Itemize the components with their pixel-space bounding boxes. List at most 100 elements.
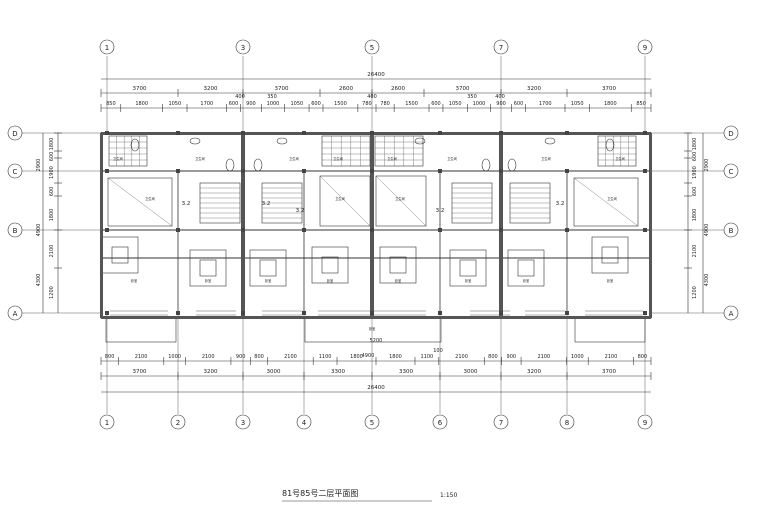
axis-label-top-5: 5 (370, 44, 374, 52)
bed (591, 236, 629, 274)
dim-right: 600 (692, 152, 698, 162)
column (643, 228, 647, 232)
dim-right-sub: 4900 (704, 224, 710, 237)
axis-label-left-D: D (12, 130, 17, 138)
column (565, 169, 569, 173)
dim-top-extra: 350 (467, 94, 477, 100)
axis-label-top-1: 1 (105, 44, 109, 52)
axis-bubble-bottom-8 (559, 414, 575, 430)
dim-left-sub: 4900 (36, 224, 42, 237)
dim-left: 1800 (49, 138, 55, 151)
toilet-fixture (507, 158, 517, 172)
dim-right: 1900 (692, 166, 698, 179)
bathroom-tile-area (374, 135, 424, 167)
bed-pillow (459, 259, 477, 277)
axis-label-bottom-9: 9 (643, 419, 647, 427)
dim-top-row1: 3700 (602, 86, 616, 92)
dim-bottom-row2: 3200 (527, 369, 541, 375)
column (370, 169, 374, 173)
room-label: 卧室 (465, 278, 471, 283)
dim-bottom-row2: 3000 (464, 369, 478, 375)
axis-label-bottom-8: 8 (565, 419, 569, 427)
column (176, 228, 180, 232)
bed-pillow (389, 256, 407, 274)
dim-top-row2: 1050 (168, 101, 181, 107)
axis-label-left-C: C (13, 168, 18, 176)
dim-bottom-row2: 3000 (267, 369, 281, 375)
bed-pillow (517, 259, 535, 277)
axis-bubble-bottom-3 (235, 414, 251, 430)
room-label: 卧室 (131, 278, 137, 283)
room-label: 卫生间 (387, 156, 397, 161)
axis-bubble-bottom-6 (432, 414, 448, 430)
sink-fixture (414, 137, 426, 145)
level-mark: 3.2 (556, 201, 565, 207)
column (370, 131, 374, 135)
dim-bottom-extra: 100 (433, 348, 443, 354)
dim-top-row2: 1050 (449, 101, 462, 107)
dim-top-row2: 900 (496, 101, 506, 107)
drawing-scale: 1:150 (440, 492, 457, 499)
closet (573, 177, 639, 227)
bed (101, 236, 139, 274)
bed (449, 249, 487, 287)
closet (375, 175, 427, 227)
bathroom-tile-area (108, 135, 148, 167)
dim-bottom-row1: 1100 (421, 354, 434, 360)
dim-top-row2: 1500 (405, 101, 418, 107)
dim-top-row2: 600 (431, 101, 441, 107)
column (241, 169, 245, 173)
closet (107, 177, 173, 227)
dim-bottom-row1: 800 (105, 354, 115, 360)
axis-label-bottom-3: 3 (241, 419, 245, 427)
bathroom-tile-area (321, 135, 371, 167)
dim-top-row2: 780 (362, 101, 372, 107)
room-label: 卫生间 (289, 156, 299, 161)
dim-bottom-row2: 3200 (204, 369, 218, 375)
dim-bottom-total: 26400 (367, 385, 385, 391)
column (241, 228, 245, 232)
dim-top-row1: 2600 (339, 86, 353, 92)
dim-bottom-row2: 3300 (331, 369, 345, 375)
plan-walls (100, 131, 652, 319)
level-mark: 3.2 (296, 208, 305, 214)
room-label: 卫生间 (113, 156, 123, 161)
axis-label-bottom-1: 1 (105, 419, 109, 427)
closet-diag (573, 177, 639, 227)
dim-right: 2100 (692, 245, 698, 258)
column (241, 131, 245, 135)
column (643, 131, 647, 135)
column (176, 131, 180, 135)
dim-top-row2: 1000 (267, 101, 280, 107)
axis-bubble-bottom-1 (99, 414, 115, 430)
dim-bottom-row1: 2100 (135, 354, 148, 360)
level-mark: 3.2 (436, 208, 445, 214)
bathroom-tile-area (597, 135, 637, 167)
room-label: 卧室 (607, 278, 613, 283)
dim-bottom-row1: 2100 (284, 354, 297, 360)
level-mark: 3.2 (182, 201, 191, 207)
dim-bottom-row1: 1800 (350, 354, 363, 360)
axis-bubble-right-B (723, 222, 739, 238)
dim-right: 1800 (692, 209, 698, 222)
axis-bubble-left-C (7, 163, 23, 179)
party-wall (499, 133, 503, 318)
dim-left: 1200 (49, 286, 55, 299)
drawing-title: 81号85号二层平面图 (282, 489, 358, 498)
dim-right: 1200 (692, 286, 698, 299)
toilet-fixture (225, 158, 235, 172)
bed (311, 246, 349, 284)
axis-label-top-9: 9 (643, 44, 647, 52)
column (105, 169, 109, 173)
axis-label-bottom-6: 6 (438, 419, 443, 427)
dim-right: 1800 (692, 138, 698, 151)
wall-left (100, 133, 103, 318)
room-label: 卧室 (265, 278, 271, 283)
dim-top-row2: 1700 (200, 101, 213, 107)
dim-top-row2: 1800 (604, 101, 617, 107)
column (370, 228, 374, 232)
axis-bubble-top-5 (364, 39, 380, 55)
wall-top (101, 132, 651, 135)
column (176, 311, 180, 315)
